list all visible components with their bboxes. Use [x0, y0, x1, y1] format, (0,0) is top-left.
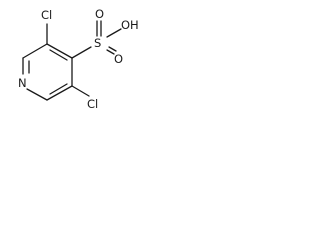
atom-label-o-bottom: O — [114, 52, 123, 66]
bond-s-o-bottom-b — [106, 49, 115, 55]
bond-c4-s — [71, 46, 92, 59]
bond-c2-c3 — [22, 43, 48, 59]
atom-label-cl-bottom: Cl — [87, 97, 98, 111]
bond-c3-c4 — [46, 43, 73, 59]
atom-label-s: S — [94, 36, 101, 50]
atom-label-o-top: O — [95, 7, 104, 21]
double-bond-c5-c6-inner — [49, 83, 68, 95]
atom-label-n: N — [18, 76, 27, 90]
pyridine-ring — [22, 43, 73, 101]
structure-diagram: Cl Cl N S O O OH — [18, 7, 139, 111]
bond-c5-c6 — [46, 85, 73, 101]
bond-s-o-bottom-a — [108, 46, 117, 52]
bond-c5-cl — [71, 85, 90, 97]
atom-label-oh: OH — [121, 18, 139, 32]
double-bond-c3-c4-inner — [49, 49, 68, 61]
bond-s-oh — [106, 28, 122, 38]
bond-c6-n — [26, 88, 48, 101]
atom-label-cl-top: Cl — [41, 8, 52, 22]
